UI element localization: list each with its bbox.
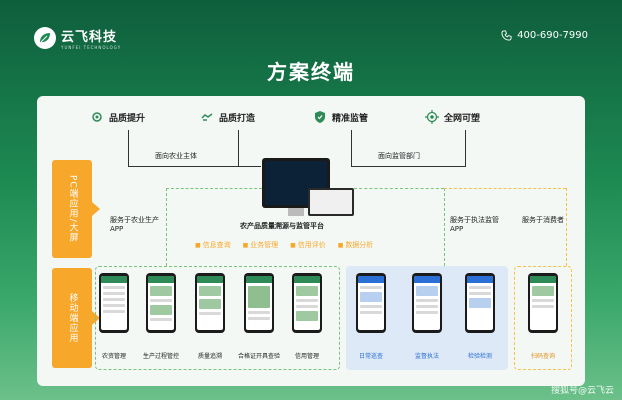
monitor-stand: [288, 208, 304, 216]
right-target-label: 面向监管部门: [378, 152, 420, 160]
phone-screenshot: [465, 273, 495, 333]
phone-screenshot: [292, 273, 322, 333]
left-target-label: 面向农业主体: [155, 152, 197, 160]
arrow-right-icon: [92, 311, 100, 325]
app-caption: 信用管理: [294, 353, 319, 360]
app-caption: 监督执法: [414, 353, 439, 360]
app-caption: 检验检测: [467, 353, 492, 360]
connector-line: [351, 130, 352, 166]
laptop-icon: [308, 188, 354, 216]
phone-screenshot: [528, 273, 558, 333]
app-caption: 生产过程管控: [142, 353, 179, 360]
gear-icon: [92, 112, 102, 122]
platform-label: 农产品质量溯源与监管平台: [240, 222, 324, 230]
page-title: 方案终端: [267, 60, 355, 84]
handshake-icon: [201, 113, 213, 121]
connector-line: [566, 188, 567, 266]
connector-line: [465, 130, 466, 166]
mobile-side-label: 移动端应用: [52, 268, 92, 368]
app-caption: 日常巡查: [358, 353, 383, 360]
connector-line: [166, 188, 262, 189]
serve-enforcement-label: 服务于执法监管APP: [450, 216, 499, 233]
feature-quality-build: 品质打造: [200, 110, 255, 124]
tag: 信用评价: [290, 240, 326, 250]
serve-consumer-label: 服务于消费者: [522, 216, 564, 224]
feature-label: 品质打造: [219, 113, 256, 124]
app-caption: 合格证开具查验: [237, 353, 280, 360]
platform-tags: 信息查询 业务管理 信用评价 数据分析: [195, 240, 374, 250]
feature-quality-improve: 品质提升: [90, 110, 145, 124]
connector-line: [444, 188, 445, 266]
connector-line: [128, 130, 129, 166]
feature-label: 全网可塑: [444, 113, 481, 124]
logo-name: 云飞科技: [61, 30, 118, 45]
app-caption: 农资管理: [101, 353, 126, 360]
connector-line: [351, 166, 466, 167]
phone-number: 400-690-7990: [517, 30, 588, 41]
watermark: 搜狐号@云飞云: [550, 386, 614, 396]
phone-screenshot: [412, 273, 442, 333]
phone-screenshot: [244, 273, 274, 333]
company-logo: 云飞科技 YUNFEI TECHNOLOGY: [34, 26, 121, 50]
leaf-logo-icon: [34, 27, 56, 49]
phone-screenshot: [99, 273, 129, 333]
phone-contact: 400-690-7990: [501, 30, 588, 41]
shield-icon: [315, 111, 325, 123]
phone-icon: [501, 30, 512, 41]
serve-producer-label: 服务于农业生产APP: [110, 216, 159, 233]
connector-line: [128, 166, 261, 167]
arrow-right-icon: [92, 202, 100, 216]
consumer-app-group: [514, 266, 572, 370]
producer-app-group: [95, 266, 340, 370]
tag: 数据分析: [338, 240, 373, 250]
connector-line: [354, 188, 444, 189]
tag: 业务管理: [243, 240, 278, 250]
app-caption: 扫码查询: [530, 353, 555, 360]
feature-label: 精准监管: [332, 113, 369, 124]
connector-line: [166, 188, 167, 266]
connector-line: [444, 188, 566, 189]
pc-side-label: PC端应用/大屏: [52, 160, 92, 258]
phone-screenshot: [146, 273, 176, 333]
phone-screenshot: [356, 273, 386, 333]
app-caption: 质量追溯: [197, 353, 222, 360]
target-icon: [425, 110, 439, 124]
connector-line: [238, 130, 239, 166]
logo-subtitle: YUNFEI TECHNOLOGY: [61, 45, 122, 50]
feature-precise-supervision: 精准监管: [313, 110, 368, 124]
feature-network-traceable: 全网可塑: [425, 110, 480, 124]
feature-label: 品质提升: [109, 113, 146, 124]
tag: 信息查询: [195, 240, 231, 250]
phone-screenshot: [195, 273, 225, 333]
